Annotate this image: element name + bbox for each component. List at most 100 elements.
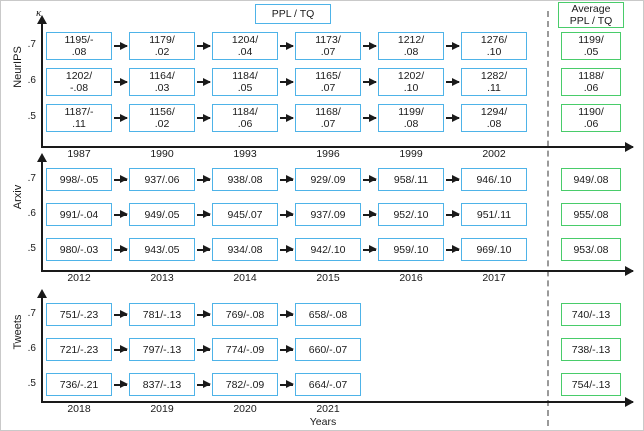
data-cell: 991/-.04 [46, 203, 112, 226]
data-cell: 937/.06 [129, 168, 195, 191]
flow-arrow [114, 245, 128, 253]
flow-arrow [114, 310, 128, 318]
flow-arrow [363, 113, 377, 122]
x-tick-neurips-4: 1999 [399, 148, 423, 160]
x-tick-neurips-0: 1987 [67, 148, 91, 160]
flow-arrow [114, 113, 128, 122]
data-cell: 797/-.13 [129, 338, 195, 361]
average-cell: 955/.08 [561, 203, 621, 226]
flow-arrow [446, 175, 460, 183]
x-tick-neurips-2: 1993 [233, 148, 257, 160]
y-tick-neurips-2: .5 [27, 111, 36, 122]
data-cell: 1276/ .10 [461, 32, 527, 60]
data-cell: 1294/ .08 [461, 104, 527, 132]
data-cell: 1204/ .04 [212, 32, 278, 60]
flow-arrow [197, 245, 211, 253]
flow-arrow [280, 175, 294, 183]
data-cell: 1184/ .06 [212, 104, 278, 132]
flow-arrow [280, 380, 294, 388]
data-cell: 1202/ -.08 [46, 68, 112, 96]
data-cell: 1164/ .03 [129, 68, 195, 96]
flow-arrow [197, 113, 211, 122]
y-axis-arxiv [37, 153, 47, 270]
y-tick-tweets-2: .5 [27, 377, 36, 389]
data-cell: 1212/ .08 [378, 32, 444, 60]
y-tick-arxiv-0: .7 [27, 172, 36, 184]
data-cell: 664/-.07 [295, 373, 361, 396]
flow-arrow [280, 345, 294, 353]
flow-arrow [114, 380, 128, 388]
data-cell: 1187/- .11 [46, 104, 112, 132]
data-cell: 1184/ .05 [212, 68, 278, 96]
data-cell: 952/.10 [378, 203, 444, 226]
average-cell: 953/.08 [561, 238, 621, 261]
data-cell: 1165/ .07 [295, 68, 361, 96]
flow-arrow [280, 310, 294, 318]
data-cell: 781/-.13 [129, 303, 195, 326]
average-cell: 1188/ .06 [561, 68, 621, 96]
flow-arrow [363, 210, 377, 218]
data-cell: 1168/ .07 [295, 104, 361, 132]
x-tick-neurips-1: 1990 [150, 148, 174, 160]
data-cell: 934/.08 [212, 238, 278, 261]
data-cell: 958/.11 [378, 168, 444, 191]
x-tick-arxiv-2: 2014 [233, 272, 257, 284]
x-tick-arxiv-5: 2017 [482, 272, 506, 284]
data-cell: 1156/ .02 [129, 104, 195, 132]
data-cell: 1179/ .02 [129, 32, 195, 60]
flow-arrow [197, 380, 211, 388]
flow-arrow [197, 210, 211, 218]
flow-arrow [363, 77, 377, 86]
flow-arrow [446, 113, 460, 122]
data-cell: 1195/- .08 [46, 32, 112, 60]
average-cell: 1199/ .05 [561, 32, 621, 60]
data-cell: 945/.07 [212, 203, 278, 226]
x-tick-arxiv-1: 2013 [150, 272, 174, 284]
data-cell: 959/.10 [378, 238, 444, 261]
x-tick-tweets-2: 2020 [233, 403, 257, 415]
y-axis-tweets [37, 289, 47, 401]
data-cell: 1282/ .11 [461, 68, 527, 96]
flow-arrow [280, 77, 294, 86]
flow-arrow [446, 77, 460, 86]
flow-arrow [114, 41, 128, 50]
data-cell: 938/.08 [212, 168, 278, 191]
legend-metric-box: PPL / TQ [255, 4, 331, 24]
average-cell: 1190/ .06 [561, 104, 621, 132]
data-cell: 943/.05 [129, 238, 195, 261]
flow-arrow [280, 245, 294, 253]
data-cell: 736/-.21 [46, 373, 112, 396]
y-tick-neurips-1: .6 [27, 75, 36, 86]
flow-arrow [197, 175, 211, 183]
flow-arrow [114, 345, 128, 353]
data-cell: 782/-.09 [212, 373, 278, 396]
x-tick-arxiv-3: 2015 [316, 272, 340, 284]
average-cell: 738/-.13 [561, 338, 621, 361]
x-tick-tweets-1: 2019 [150, 403, 174, 415]
data-cell: 1199/ .08 [378, 104, 444, 132]
flow-arrow [114, 210, 128, 218]
x-tick-arxiv-4: 2016 [399, 272, 423, 284]
data-cell: 937/.09 [295, 203, 361, 226]
data-cell: 658/-.08 [295, 303, 361, 326]
data-cell: 837/-.13 [129, 373, 195, 396]
flow-arrow [280, 41, 294, 50]
data-cell: 1173/ .07 [295, 32, 361, 60]
flow-arrow [280, 210, 294, 218]
x-tick-tweets-3: 2021 [316, 403, 340, 415]
legend-average-box: Average PPL / TQ [558, 2, 624, 28]
data-cell: 946/.10 [461, 168, 527, 191]
y-tick-arxiv-1: .6 [27, 207, 36, 219]
data-cell: 1202/ .10 [378, 68, 444, 96]
y-axis-neurips [37, 15, 47, 146]
y-tick-tweets-1: .6 [27, 342, 36, 354]
x-tick-neurips-3: 1996 [316, 148, 340, 160]
flow-arrow [114, 77, 128, 86]
data-cell: 751/-.23 [46, 303, 112, 326]
data-cell: 769/-.08 [212, 303, 278, 326]
average-cell: 949/.08 [561, 168, 621, 191]
flow-arrow [363, 41, 377, 50]
flow-arrow [114, 175, 128, 183]
flow-arrow [197, 310, 211, 318]
